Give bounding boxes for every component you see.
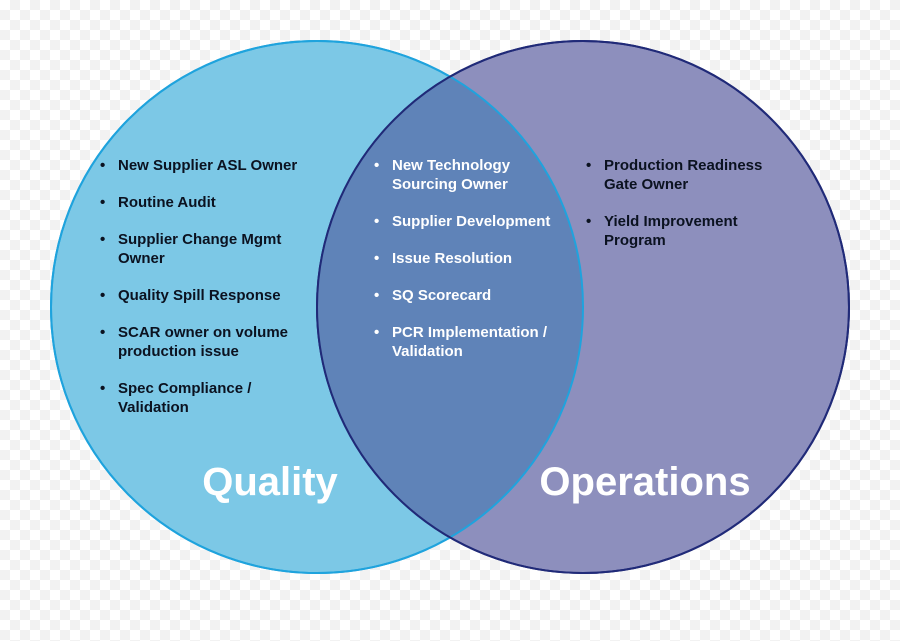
list-item: • Quality Spill Response: [96, 286, 326, 305]
quality-circle-outline: [50, 40, 584, 574]
bullet-icon: •: [100, 231, 106, 248]
list-item: • Production Readiness Gate Owner: [582, 156, 792, 194]
bullet-icon: •: [586, 157, 592, 174]
bullet-icon: •: [100, 380, 106, 397]
list-item: • SQ Scorecard: [370, 286, 570, 305]
list-item: • New Technology Sourcing Owner: [370, 156, 570, 194]
list-item-text: New Supplier ASL Owner: [118, 157, 298, 174]
bullet-icon: •: [374, 157, 380, 174]
operations-circle-outline: [316, 40, 850, 574]
list-item: • Supplier Change Mgmt Owner: [96, 230, 326, 268]
list-item-text: Quality Spill Response: [118, 287, 281, 304]
bullet-icon: •: [100, 287, 106, 304]
bullet-icon: •: [100, 324, 106, 341]
list-item-text: Supplier Development: [392, 213, 551, 230]
list-item-text: Routine Audit: [118, 194, 216, 211]
list-item-text: SQ Scorecard: [392, 287, 492, 304]
list-item: • Routine Audit: [96, 193, 326, 212]
quality-items-list: • New Supplier ASL Owner • Routine Audit •…: [96, 156, 326, 435]
list-item: • PCR Implementation / Validation: [370, 323, 570, 361]
list-item-text: Yield Improvement Program: [604, 213, 738, 249]
list-item-text: SCAR owner on volume production issue: [118, 324, 289, 360]
list-item: • SCAR owner on volume production issue: [96, 323, 326, 361]
bullet-icon: •: [100, 194, 106, 211]
list-item-text: Spec Compliance / Validation: [118, 380, 252, 416]
list-item-text: PCR Implementation / Validation: [392, 324, 548, 360]
list-item-text: Supplier Change Mgmt Owner: [118, 231, 282, 267]
list-item: • New Supplier ASL Owner: [96, 156, 326, 175]
overlap-region: [317, 41, 583, 573]
bullet-icon: •: [374, 213, 380, 230]
list-item: • Supplier Development: [370, 212, 570, 231]
list-item: • Yield Improvement Program: [582, 212, 792, 250]
list-item-text: Issue Resolution: [392, 250, 513, 267]
list-item: • Issue Resolution: [370, 249, 570, 268]
quality-title: Quality: [202, 460, 338, 504]
list-item-text: Production Readiness Gate Owner: [604, 157, 763, 193]
operations-items-list: • Production Readiness Gate Owner • Yield …: [582, 156, 792, 268]
list-item: • Spec Compliance / Validation: [96, 379, 326, 417]
overlap-items-list: • New Technology Sourcing Owner • Supplier…: [370, 156, 570, 379]
bullet-icon: •: [374, 250, 380, 267]
bullet-icon: •: [374, 287, 380, 304]
bullet-icon: •: [374, 324, 380, 341]
bullet-icon: •: [100, 157, 106, 174]
bullet-icon: •: [586, 213, 592, 230]
operations-title: Operations: [539, 460, 751, 504]
list-item-text: New Technology Sourcing Owner: [392, 157, 511, 193]
